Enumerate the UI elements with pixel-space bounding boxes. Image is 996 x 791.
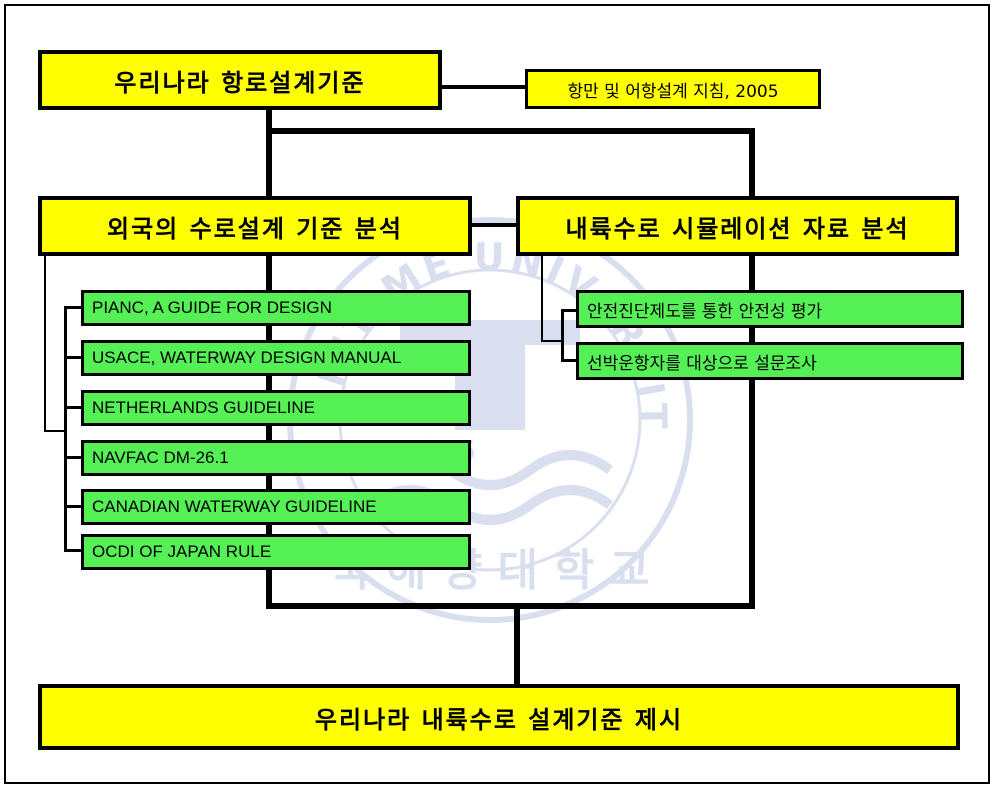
right-bracket-outer-vertical (541, 253, 543, 342)
right-analysis-box: 내륙수로 시뮬레이션 자료 분석 (516, 196, 959, 256)
bracket-tick-5 (64, 505, 82, 508)
bracket-tick-4 (64, 456, 82, 459)
right-bracket-tick-1 (561, 309, 577, 312)
connector-upper-horizontal (266, 128, 755, 134)
left-analysis-box: 외국의 수로설계 기준 분석 (38, 196, 472, 256)
connector-top-down (266, 107, 272, 207)
bracket-tick-1 (64, 306, 82, 309)
connector-top-to-reference (441, 85, 526, 89)
right-bracket-tick-2 (561, 359, 577, 362)
bracket-tick-2 (64, 356, 82, 359)
standard-item-3: NETHERLANDS GUIDELINE (81, 390, 471, 426)
connector-to-bottom (514, 603, 520, 685)
bracket-tick-3 (64, 406, 82, 409)
standard-item-1: PIANC, A GUIDE FOR DESIGN (81, 290, 471, 326)
connector-left-column-down (266, 253, 272, 609)
connector-lower-horizontal (266, 603, 755, 609)
simulation-item-2: 선박운항자를 대상으로 설문조사 (576, 342, 964, 380)
outer-frame (4, 4, 990, 784)
standard-item-6: OCDI OF JAPAN RULE (81, 534, 471, 570)
right-bracket-inner-vertical (561, 309, 564, 362)
standard-item-4: NAVFAC DM-26.1 (81, 440, 471, 476)
bracket-tick-6 (64, 549, 82, 552)
connector-right-column-down (749, 253, 755, 609)
connector-left-to-right (472, 223, 517, 227)
bracket-outer-horizontal (44, 430, 66, 432)
reference-box: 항만 및 어항설계 지침, 2005 (525, 69, 821, 109)
top-box: 우리나라 항로설계기준 (38, 50, 442, 110)
right-bracket-outer-horizontal (541, 340, 563, 342)
bottom-box: 우리나라 내륙수로 설계기준 제시 (38, 684, 960, 750)
standard-item-5: CANADIAN WATERWAY GUIDELINE (81, 489, 471, 525)
bracket-outer-vertical (44, 253, 46, 432)
standard-item-2: USACE, WATERWAY DESIGN MANUAL (81, 340, 471, 376)
simulation-item-1: 안전진단제도를 통한 안전성 평가 (576, 290, 964, 328)
bracket-inner-vertical (64, 306, 67, 552)
connector-right-down (749, 128, 755, 207)
